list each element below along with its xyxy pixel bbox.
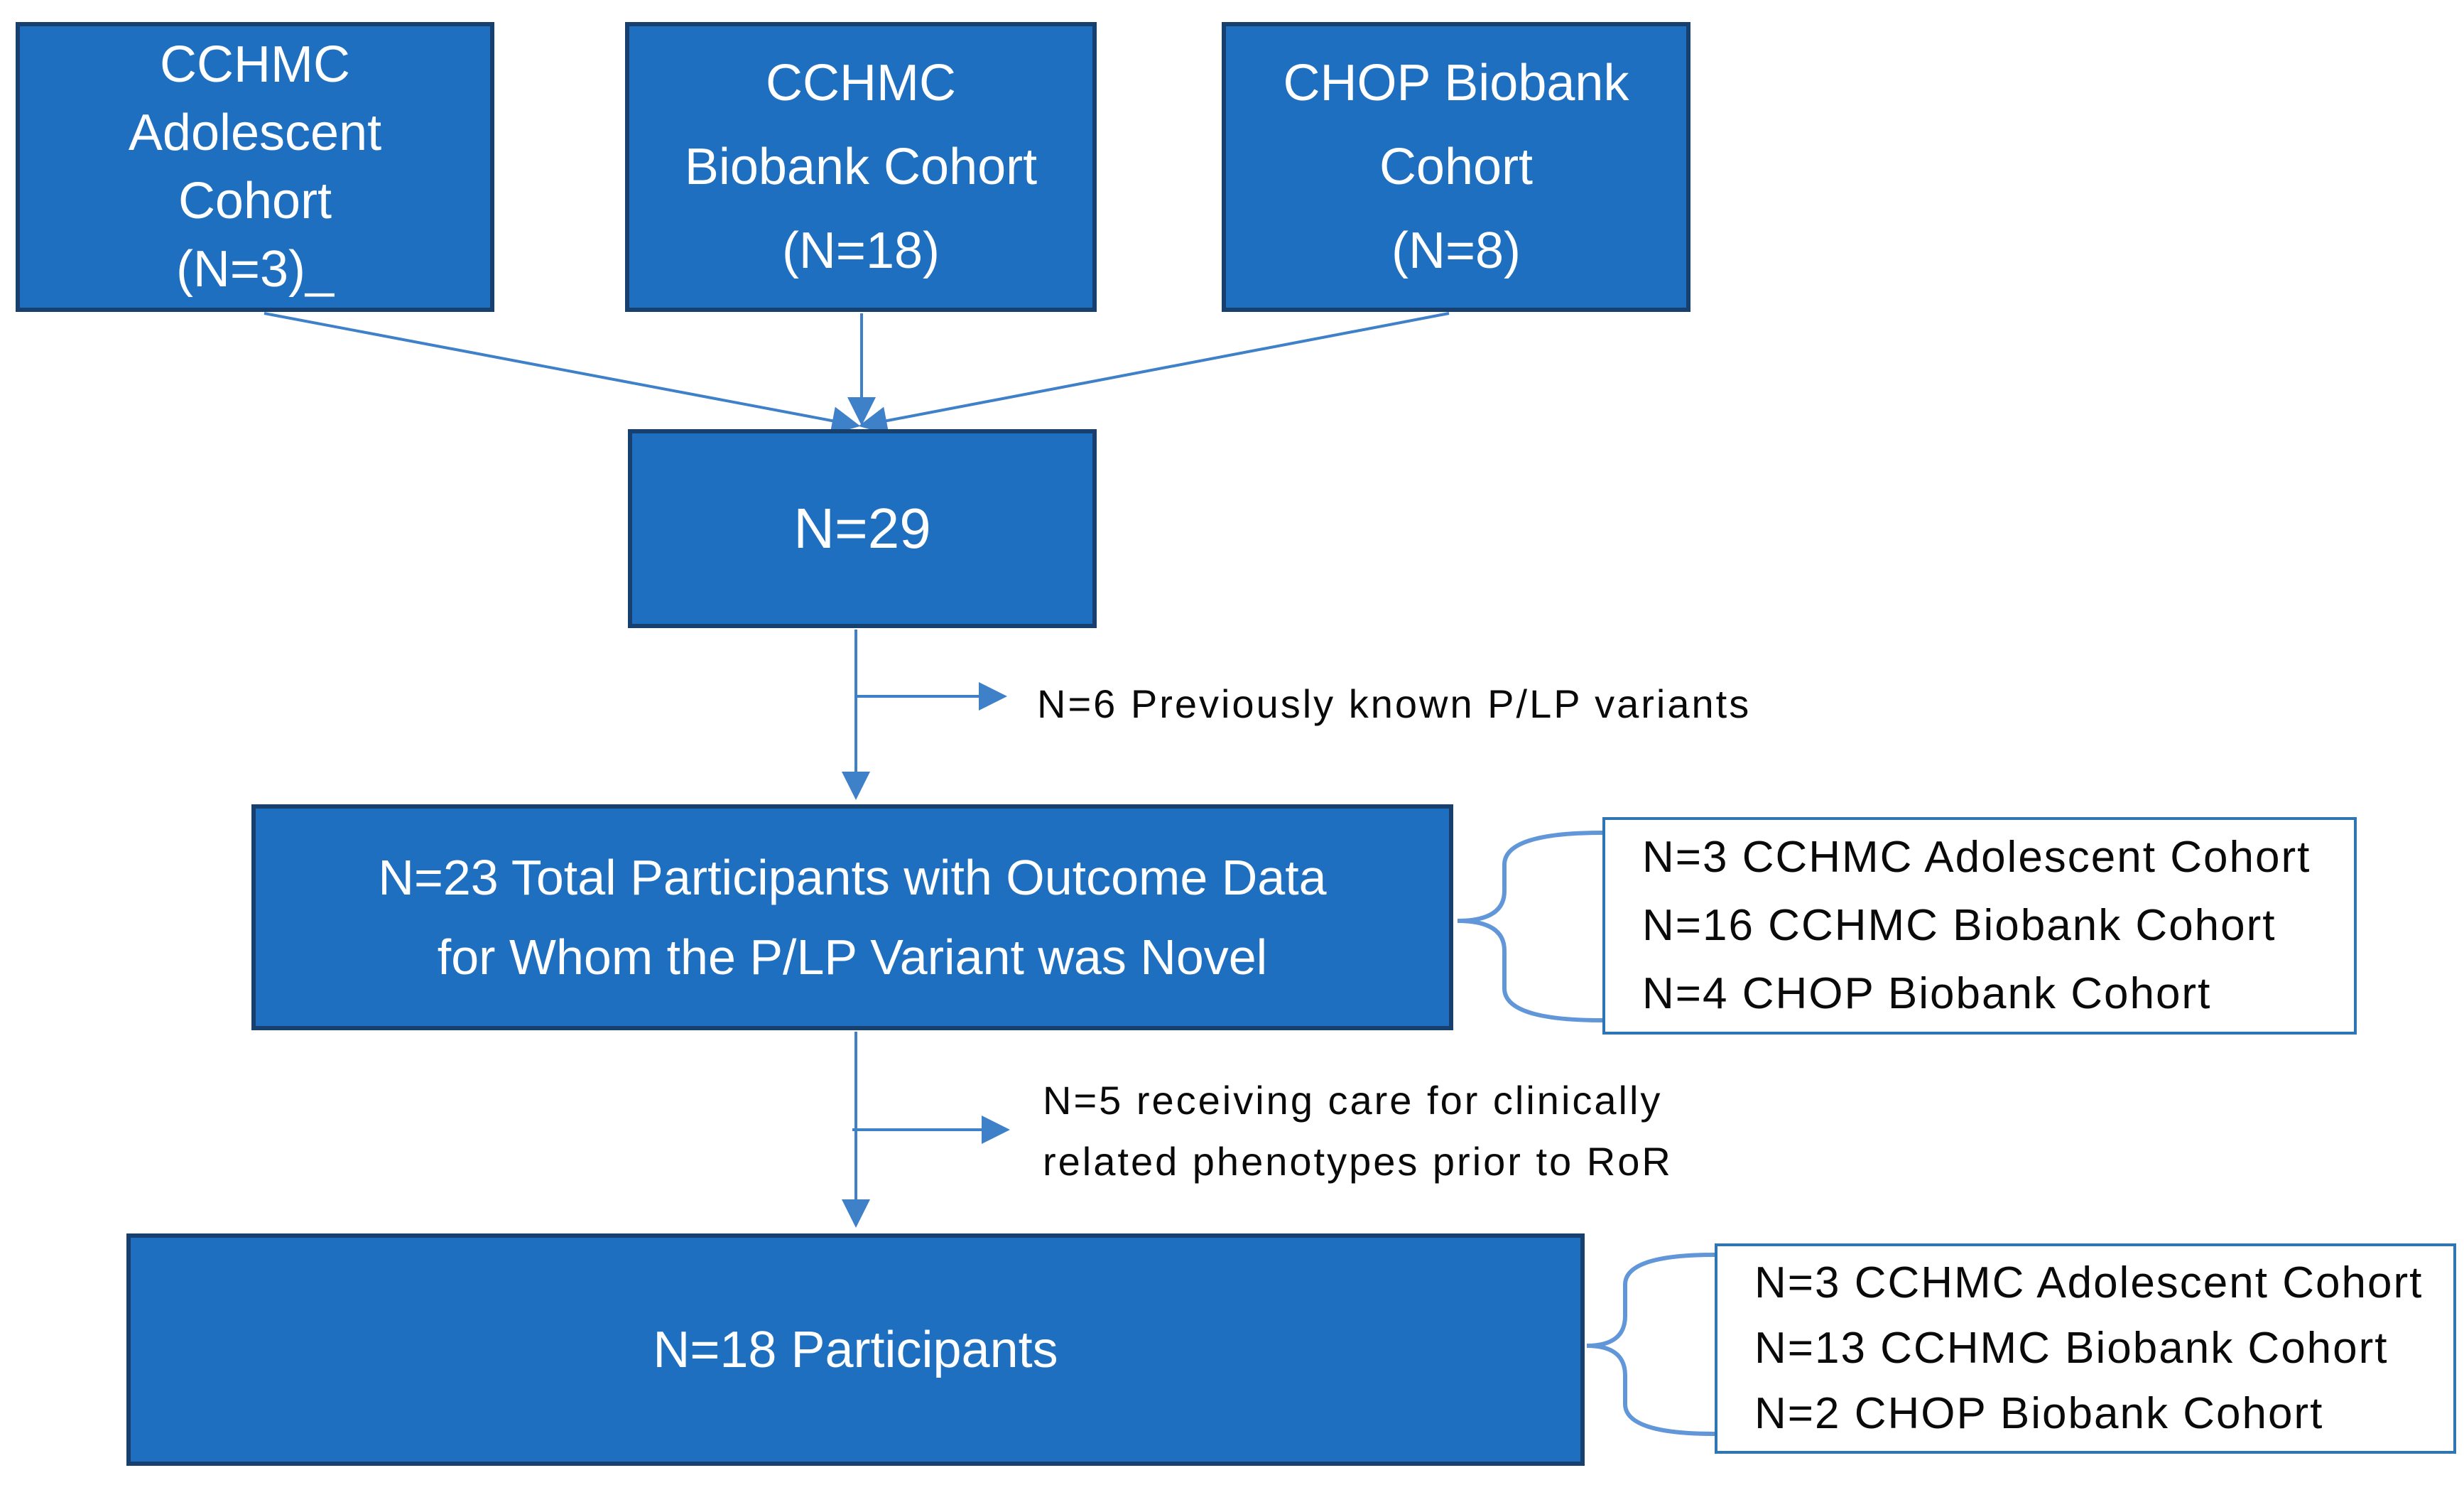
node-label: N=29 <box>793 497 931 560</box>
exclusion-line: N=5 receiving care for clinically <box>1043 1078 1663 1123</box>
node-final-participants: N=18 Participants <box>126 1233 1585 1466</box>
node-line: N=23 Total Participants with Outcome Dat… <box>378 850 1327 905</box>
node-line: CCHMC <box>160 36 350 93</box>
node-label: N=18 Participants <box>653 1321 1058 1378</box>
node-line: (N=3)_ <box>175 241 335 298</box>
node-line: Biobank Cohort <box>684 139 1038 195</box>
breakdown-box-outcome: N=3 CCHMC Adolescent Cohort N=16 CCHMC B… <box>1602 817 2357 1035</box>
node-cchmc-adolescent-cohort: CCHMC Adolescent Cohort (N=3)_ <box>16 22 494 312</box>
breakdown-line: N=16 CCHMC Biobank Cohort <box>1642 901 2276 950</box>
exclusion-label-receiving-care: N=5 receiving care for clinically relate… <box>1043 1070 1673 1192</box>
breakdown-line: N=13 CCHMC Biobank Cohort <box>1754 1324 2389 1373</box>
exclusion-label-known-variants: N=6 Previously known P/LP variants <box>1037 674 1751 735</box>
arrow-cohort1-to-merged-icon <box>264 312 861 435</box>
breakdown-line: N=4 CHOP Biobank Cohort <box>1642 969 2212 1018</box>
exclusion-line: related phenotypes prior to RoR <box>1043 1139 1673 1184</box>
node-line: for Whom the P/LP Variant was Novel <box>437 929 1268 985</box>
node-line: CHOP Biobank <box>1283 55 1629 112</box>
breakdown-line: N=3 CCHMC Adolescent Cohort <box>1642 833 2311 882</box>
node-line: (N=18) <box>781 222 940 279</box>
node-merged-total: N=29 <box>628 429 1097 628</box>
node-line: Adolescent <box>128 104 382 161</box>
exclusion-line: N=6 Previously known P/LP variants <box>1037 681 1752 726</box>
breakdown-line: N=2 CHOP Biobank Cohort <box>1754 1389 2324 1438</box>
node-line: (N=8) <box>1391 222 1521 279</box>
node-line: Cohort <box>1379 139 1534 195</box>
node-cchmc-biobank-cohort: CCHMC Biobank Cohort (N=18) <box>625 22 1097 312</box>
curly-brace-final-breakdown-icon <box>1586 1253 1717 1436</box>
arrow-cohort3-to-merged-icon <box>858 312 1450 435</box>
node-outcome-participants: N=23 Total Participants with Outcome Dat… <box>251 804 1453 1030</box>
breakdown-box-final: N=3 CCHMC Adolescent Cohort N=13 CCHMC B… <box>1715 1243 2456 1454</box>
node-chop-biobank-cohort: CHOP Biobank Cohort (N=8) <box>1222 22 1690 312</box>
curly-brace-outcome-breakdown-icon <box>1457 831 1605 1022</box>
node-line: Cohort <box>178 173 332 230</box>
breakdown-line: N=3 CCHMC Adolescent Cohort <box>1754 1258 2424 1307</box>
node-line: CCHMC <box>766 55 956 112</box>
